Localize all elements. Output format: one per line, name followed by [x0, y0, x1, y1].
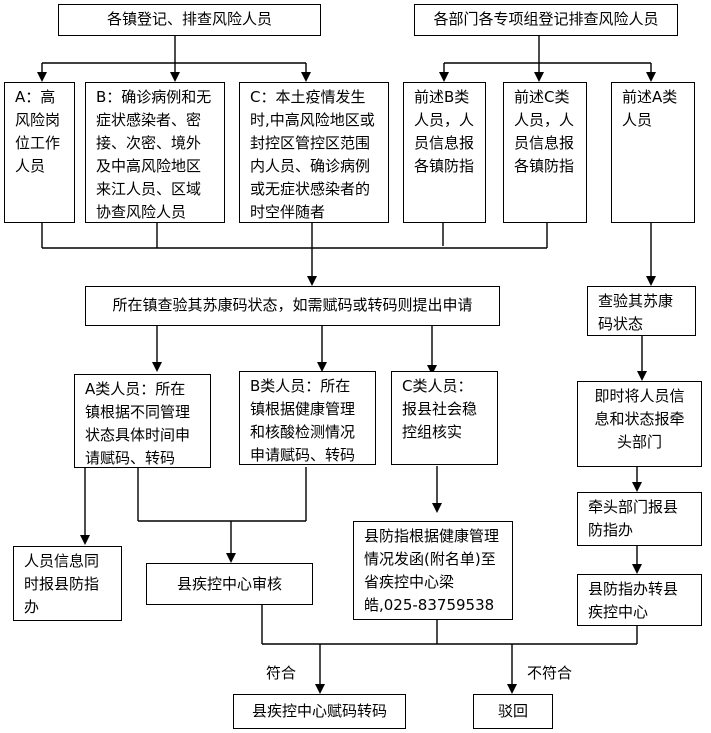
dept-category-b-box: 前述B类人员，人员信息报各镇防指 — [403, 82, 486, 223]
town-check-box: 所在镇查验其苏康码状态，如需赋码或转码则提出申请 — [85, 286, 500, 326]
letter-box: 县防指根据健康管理情况发函(附名单)至省疾控中心梁皓,025-83759538 — [353, 521, 513, 620]
fail-label: 不符合 — [527, 664, 573, 682]
transfer-box: 县防指办转县疾控中心 — [577, 574, 702, 626]
apply-b-box: B类人员：所在镇根据健康管理和核酸检测情况申请赋码、转码 — [239, 371, 376, 465]
fail-result-box: 驳回 — [473, 694, 553, 729]
info-report-box: 人员信息同时报县防指办 — [13, 546, 122, 621]
category-a-box: A：高风险岗位工作人员 — [4, 82, 75, 223]
towns-register-box: 各镇登记、排查风险人员 — [58, 4, 321, 36]
category-b-box: B：确诊病例和无症状感染者、密接、次密、境外及中高风险地区来江人员、区域协查风险… — [85, 82, 225, 223]
dept-category-c-box: 前述C类人员，人员信息报各镇防指 — [503, 82, 587, 223]
dept-category-a-box: 前述A类人员 — [611, 82, 695, 223]
lead-report-box: 牵头部门报县防指办 — [577, 492, 702, 546]
cdc-review-box: 县疾控中心审核 — [146, 563, 313, 605]
dept-check-box: 查验其苏康码状态 — [587, 286, 696, 336]
apply-c-box: C类人员：报县社会稳控组核实 — [391, 371, 498, 465]
departments-register-box: 各部门各专项组登记排查风险人员 — [414, 4, 678, 36]
apply-a-box: A类人员：所在镇根据不同管理状态具体时间申请赋码、转码 — [74, 374, 211, 468]
report-lead-box: 即时将人员信息和状态报牵头部门 — [577, 381, 702, 467]
category-c-box: C：本土疫情发生时,中高风险地区或封控区管控区范围内人员、确诊病例或无症状感染者… — [239, 82, 389, 223]
pass-result-box: 县疾控中心赋码转码 — [233, 694, 406, 729]
pass-label: 符合 — [266, 664, 297, 682]
